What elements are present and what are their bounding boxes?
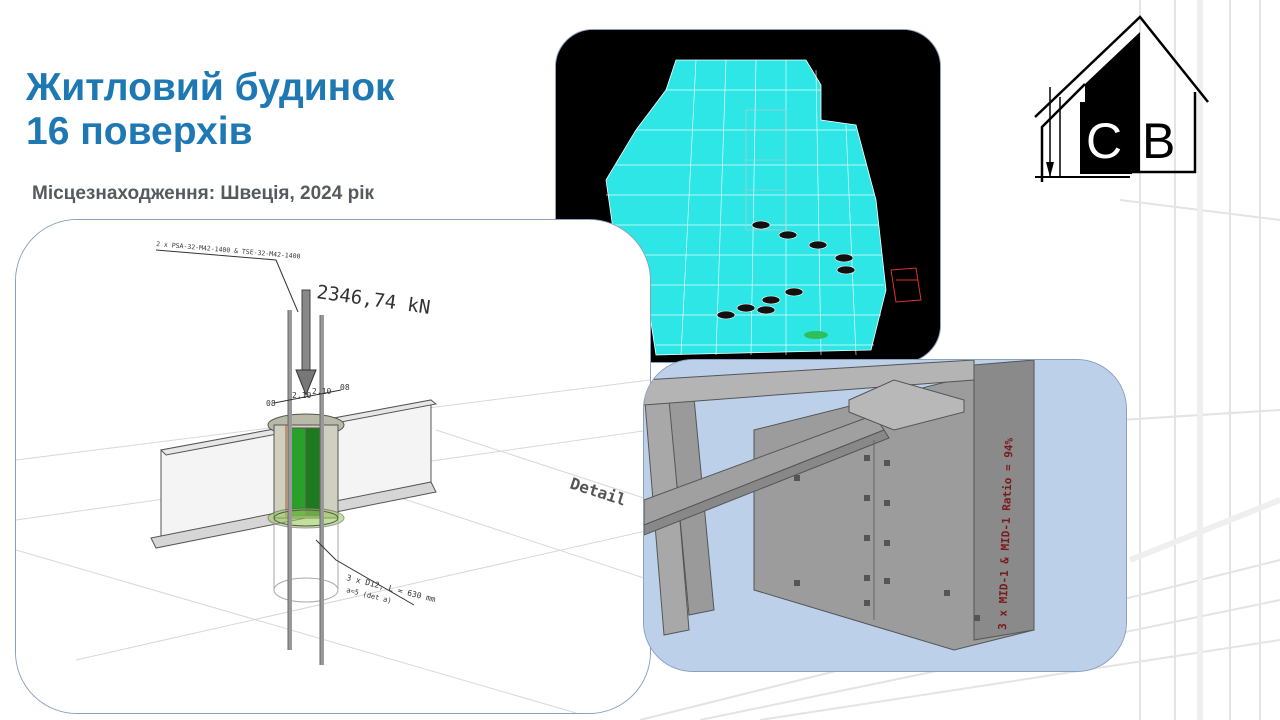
connection-detail-drawing: Detail [15,219,651,714]
structural-model-image [555,29,941,363]
title-line-1: Житловий будинок [26,66,395,109]
dim-right: 08 [340,383,350,392]
logo-letter-c: C [1086,113,1122,169]
dim-left: 08 [266,399,276,408]
dim-mid-1: 2,10 [292,391,311,400]
slide-title: Житловий будинок 16 поверхів [26,66,395,154]
logo-letter-b: B [1142,113,1175,169]
dim-mid-2: 2,10 [312,387,331,396]
location-subtitle: Місцезнаходження: Швеція, 2024 рік [32,183,374,204]
company-logo: C B [1034,15,1209,182]
title-line-2: 16 поверхів [26,110,253,153]
steel-connection-render: 3 x MID-1 & MID-1 Ratio = 94% [643,359,1127,672]
